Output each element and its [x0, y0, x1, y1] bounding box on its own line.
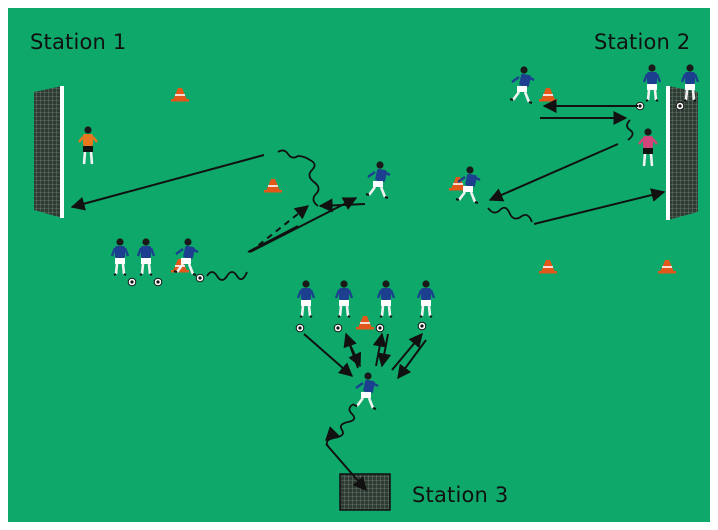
ball-icon	[375, 323, 385, 333]
pass-arrow-icon	[345, 335, 362, 368]
player-icon	[296, 279, 316, 319]
goal-icon	[34, 86, 64, 218]
pass-arrow-icon	[303, 333, 354, 377]
pass-arrow-icon	[325, 443, 367, 492]
ball-icon	[675, 101, 685, 111]
ball-icon	[333, 323, 343, 333]
station-2-label: Station 2	[594, 30, 691, 54]
player-icon	[508, 65, 536, 105]
pitch	[8, 8, 710, 522]
dribble-path-icon	[206, 271, 248, 281]
pass-arrow-icon	[488, 143, 619, 202]
station-3-label: Station 3	[412, 483, 509, 507]
cone-icon	[355, 315, 375, 331]
pass-arrow-icon	[533, 188, 666, 225]
goal-icon	[666, 86, 698, 220]
cone-icon	[657, 259, 677, 275]
pass-arrow-icon	[372, 332, 387, 367]
cone-icon	[538, 259, 558, 275]
pass-arrow-icon	[249, 205, 310, 253]
player-icon	[334, 279, 354, 319]
goalkeeper-icon	[78, 126, 98, 165]
pass-arrow-icon	[391, 332, 423, 371]
pass-arrow-icon	[70, 154, 265, 211]
goalkeeper-icon	[638, 128, 658, 167]
pass-arrow-icon	[325, 426, 340, 441]
dribble-path-icon	[277, 149, 320, 207]
pass-arrow-icon	[377, 333, 392, 368]
dribble-path-icon	[325, 403, 356, 447]
station-1-label: Station 1	[30, 30, 127, 54]
player-icon	[352, 371, 380, 411]
player-icon	[642, 63, 662, 103]
pass-arrow-icon	[249, 197, 358, 253]
goal-icon	[339, 473, 391, 511]
player-icon	[110, 237, 130, 277]
cone-icon	[263, 178, 283, 194]
pass-arrow-icon	[318, 198, 366, 213]
player-icon	[364, 160, 392, 200]
cone-icon	[170, 87, 190, 103]
pass-arrow-icon	[397, 339, 427, 380]
ball-icon	[153, 277, 163, 287]
player-icon	[416, 279, 436, 319]
dribble-path-icon	[626, 119, 634, 141]
cone-icon	[538, 87, 558, 103]
player-icon	[136, 237, 156, 277]
ball-icon	[127, 277, 137, 287]
ball-icon	[195, 273, 205, 283]
ball-icon	[417, 321, 427, 331]
player-icon	[376, 279, 396, 319]
ball-icon	[295, 323, 305, 333]
dribble-path-icon	[487, 206, 533, 223]
